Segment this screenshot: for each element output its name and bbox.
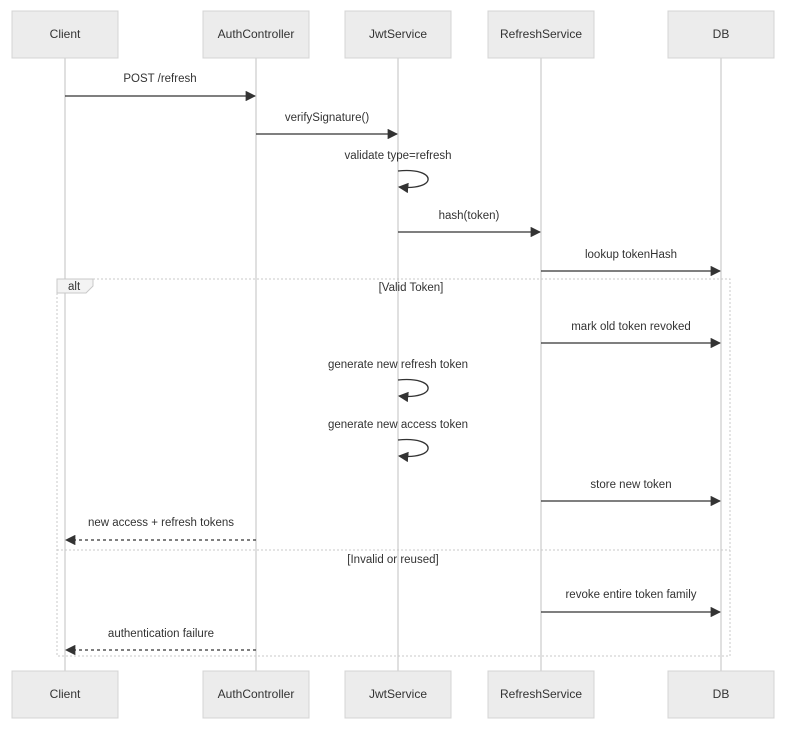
- actor-label: Client: [50, 27, 81, 41]
- actor-client-top: Client: [11, 10, 119, 59]
- alt-tab: [56, 278, 94, 294]
- message-hash-token: hash(token): [398, 210, 542, 238]
- self-message-arrow: [397, 169, 429, 194]
- message-label: mark old token revoked: [571, 321, 691, 333]
- message-auth-failure: authentication failure: [64, 628, 256, 656]
- actor-db-top: DB: [667, 10, 775, 59]
- actor-client-bottom: Client: [11, 670, 119, 719]
- message-generate-access: generate new access token: [328, 419, 468, 463]
- message-label: lookup tokenHash: [585, 249, 677, 261]
- actor-label: JwtService: [369, 687, 427, 701]
- actor-label: DB: [713, 27, 730, 41]
- message-mark-revoked: mark old token revoked: [541, 321, 722, 349]
- actor-label: RefreshService: [500, 687, 582, 701]
- alt-condition-invalid: [Invalid or reused]: [347, 554, 438, 566]
- message-generate-refresh: generate new refresh token: [328, 359, 468, 403]
- actor-authcontroller-top: AuthController: [202, 10, 310, 59]
- message-label: hash(token): [439, 210, 500, 222]
- message-label: authentication failure: [108, 628, 214, 640]
- message-label: store new token: [590, 479, 671, 491]
- alt-keyword: alt: [68, 281, 81, 293]
- message-verify-signature: verifySignature(): [256, 112, 399, 140]
- actor-label: AuthController: [218, 27, 295, 41]
- message-label: verifySignature(): [285, 112, 370, 124]
- actor-label: DB: [713, 687, 730, 701]
- actor-refreshservice-top: RefreshService: [487, 10, 595, 59]
- message-lookup-tokenhash: lookup tokenHash: [541, 249, 722, 277]
- actor-label: JwtService: [369, 27, 427, 41]
- actor-refreshservice-bottom: RefreshService: [487, 670, 595, 719]
- actor-jwtservice-top: JwtService: [344, 10, 452, 59]
- message-label: new access + refresh tokens: [88, 517, 234, 529]
- message-label: generate new access token: [328, 419, 468, 431]
- actor-label: Client: [50, 687, 81, 701]
- message-post-refresh: POST /refresh: [65, 73, 257, 102]
- self-message-arrow: [397, 378, 429, 403]
- actor-label: RefreshService: [500, 27, 582, 41]
- alt-frame: alt [Valid Token] [Invalid or reused]: [56, 278, 731, 657]
- message-store-token: store new token: [541, 479, 722, 507]
- actor-jwtservice-bottom: JwtService: [344, 670, 452, 719]
- alt-condition-valid: [Valid Token]: [379, 282, 444, 294]
- message-new-tokens: new access + refresh tokens: [64, 517, 256, 546]
- self-message-arrow: [397, 438, 429, 463]
- message-label: revoke entire token family: [565, 589, 696, 601]
- actor-authcontroller-bottom: AuthController: [202, 670, 310, 719]
- message-label: validate type=refresh: [344, 150, 451, 162]
- message-revoke-family: revoke entire token family: [541, 589, 722, 618]
- message-label: generate new refresh token: [328, 359, 468, 371]
- actor-db-bottom: DB: [667, 670, 775, 719]
- message-validate-type: validate type=refresh: [344, 150, 452, 194]
- message-label: POST /refresh: [123, 73, 196, 85]
- actor-label: AuthController: [218, 687, 295, 701]
